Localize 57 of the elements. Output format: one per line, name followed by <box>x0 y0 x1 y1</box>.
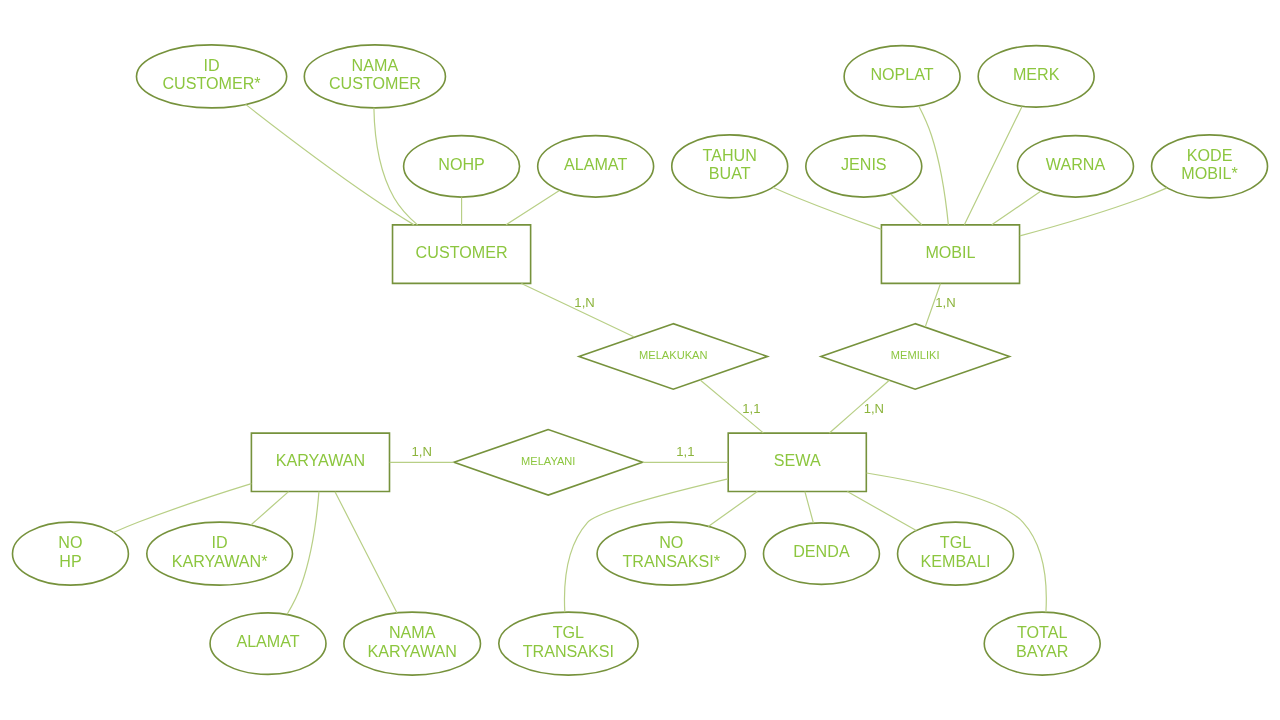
connector <box>505 189 560 226</box>
node-box: CUSTOMER <box>391 224 532 285</box>
node-ellipse: TGL KEMBALI <box>896 521 1015 586</box>
connector <box>991 190 1042 226</box>
connector <box>520 282 635 338</box>
edge-label: 1,N <box>863 400 885 416</box>
connector <box>642 461 729 463</box>
node-ellipse: TGL TRANSAKSI <box>497 611 639 676</box>
node-diamond: MELAYANI <box>451 428 645 496</box>
connector <box>563 478 729 613</box>
node-ellipse: DENDA <box>762 522 881 586</box>
edge-label: 1,1 <box>676 443 695 459</box>
node-ellipse: KODE MOBIL* <box>1150 134 1269 199</box>
connector <box>828 379 890 434</box>
node-box: KARYAWAN <box>250 432 391 493</box>
connector <box>250 491 290 526</box>
node-ellipse: ALAMAT <box>209 612 327 676</box>
node-ellipse: NO HP <box>11 521 130 586</box>
connector <box>460 196 463 226</box>
node-ellipse: NOPLAT <box>843 44 961 108</box>
connector <box>918 105 949 226</box>
connector <box>707 491 758 527</box>
edge-label: 1,N <box>411 443 432 459</box>
connector <box>772 186 883 230</box>
edge-label: 1,1 <box>742 400 761 416</box>
connector <box>846 491 917 532</box>
node-diamond: MEMILIKI <box>818 322 1012 391</box>
node-ellipse: ID CUSTOMER* <box>135 44 288 109</box>
connector <box>286 491 320 615</box>
node-ellipse: NAMA KARYAWAN <box>343 611 482 676</box>
node-ellipse: NOHP <box>402 134 521 198</box>
connector <box>924 283 942 328</box>
node-ellipse: NAMA CUSTOMER <box>303 44 447 109</box>
node-ellipse: ALAMAT <box>536 134 655 198</box>
connector <box>890 193 923 226</box>
node-diamond: MELAKUKAN <box>576 322 770 391</box>
connector <box>865 472 1047 613</box>
node-box: MOBIL <box>880 224 1021 285</box>
node-ellipse: ID KARYAWAN* <box>146 521 294 586</box>
node-box: SEWA <box>727 432 868 493</box>
node-ellipse: MERK <box>977 44 1095 108</box>
connector <box>112 483 252 534</box>
connector <box>373 107 419 226</box>
connector <box>699 379 764 434</box>
edge-label: 1,N <box>574 294 595 310</box>
connector <box>804 491 815 524</box>
connector <box>1019 187 1168 237</box>
node-ellipse: TOTAL BAYAR <box>983 611 1101 676</box>
node-ellipse: WARNA <box>1016 134 1135 198</box>
edge-label: 1,N <box>935 294 956 310</box>
connector <box>389 461 455 463</box>
connector <box>334 491 398 614</box>
connector <box>245 103 415 226</box>
node-ellipse: TAHUN BUAT <box>670 134 789 199</box>
connector <box>963 105 1023 226</box>
node-ellipse: JENIS <box>805 134 923 198</box>
node-ellipse: NO TRANSAKSI* <box>596 521 747 586</box>
